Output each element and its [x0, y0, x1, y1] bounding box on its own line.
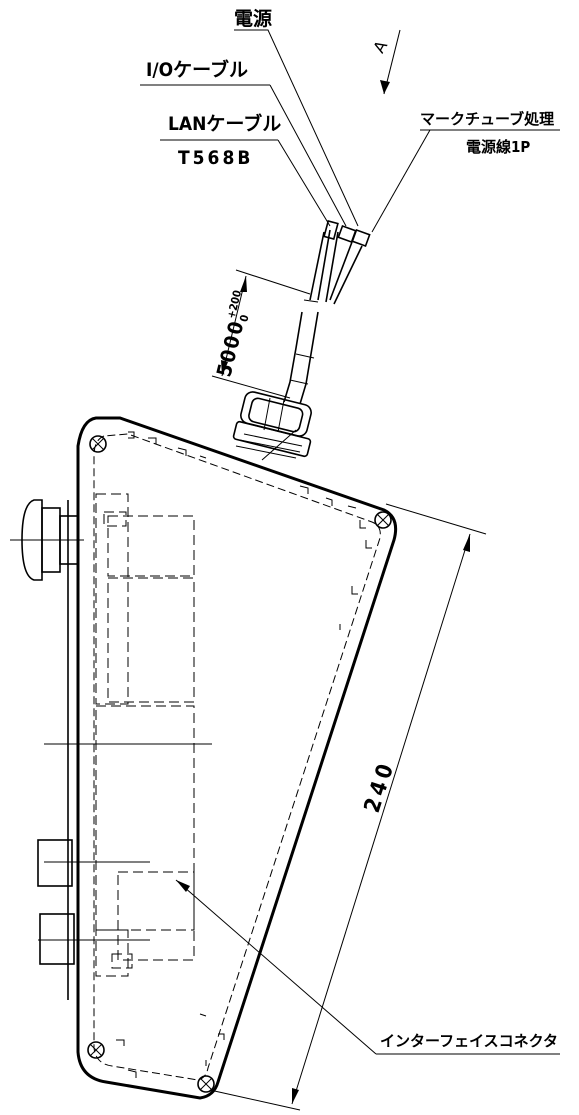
dim-cable-length [211, 269, 311, 399]
screw-bottom-left [87, 1041, 105, 1059]
label-view-a: A [369, 37, 391, 56]
label-power: 電源 [234, 7, 272, 30]
dim-body-length-text: 240 [360, 757, 400, 815]
enclosure-outline [76, 416, 398, 1100]
side-connector-upper [37, 839, 150, 887]
leader-power [234, 29, 359, 227]
leader-mark-tube [371, 129, 431, 233]
leader-interface-arrow [176, 880, 190, 892]
emergency-stop-button [10, 499, 84, 581]
screw-top-left [89, 435, 107, 453]
label-interface-connector: インターフェイスコネクタ [380, 1032, 558, 1050]
label-lan-standard: T568B [178, 147, 253, 169]
enclosure-inner-edge [93, 433, 381, 1081]
svg-text:0: 0 [237, 313, 251, 323]
dim-cable-length-text: 5000 +200 0 [212, 289, 252, 380]
label-mark-tube: マークチューブ処理 [420, 110, 554, 128]
svg-text:5000: 5000 [212, 317, 249, 379]
side-connector-lower [38, 913, 150, 965]
cable-assembly [283, 219, 371, 405]
label-io-cable: I/Oケーブル [146, 58, 248, 81]
centerline-cable [261, 429, 297, 461]
leader-io [269, 84, 347, 227]
dim-body-length [209, 503, 487, 1111]
leader-interface-connector [175, 879, 377, 1055]
hidden-details [116, 431, 372, 1078]
internal-components [95, 493, 195, 977]
screw-bottom-right [197, 1075, 215, 1093]
leader-lan [277, 139, 331, 227]
screw-top-right [374, 511, 392, 529]
label-lan-cable: LANケーブル [168, 112, 281, 135]
cable-gland [232, 391, 312, 459]
label-power-line: 電源線1P [466, 138, 530, 156]
view-arrow-head [380, 80, 390, 94]
